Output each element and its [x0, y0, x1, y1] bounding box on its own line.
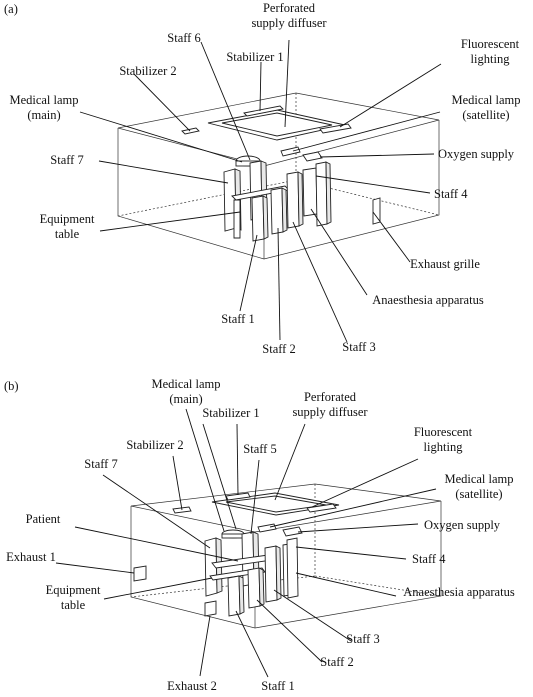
- panel-a-label-perforated-l2: supply diffuser: [251, 16, 327, 30]
- panel-b-label-fluorescent-l2: lighting: [424, 440, 464, 454]
- panel-a-label-exhaust-grille: Exhaust grille: [410, 257, 480, 271]
- panel-a-label-equipment-l1: Equipment: [40, 212, 95, 226]
- panel-b-label-anaesthesia: Anaesthesia apparatus: [403, 585, 515, 599]
- panel-a-leaders: [79, 39, 442, 343]
- panel-b-label-equipment-l2: table: [61, 598, 86, 612]
- panel-b-label-staff-7: Staff 7: [84, 457, 117, 471]
- panel-a-fluorescent-lighting: [319, 123, 352, 134]
- panel-b-lamp-main: [221, 529, 245, 539]
- panel-a-label-staff-3: Staff 3: [342, 340, 375, 354]
- panel-b-label-lamp-main-l1: Medical lamp: [151, 377, 220, 391]
- panel-b-label-oxygen: Oxygen supply: [424, 518, 501, 532]
- panel-b-label-patient: Patient: [26, 512, 61, 526]
- panel-b-label-exhaust-2: Exhaust 2: [167, 679, 217, 693]
- panel-b-label-stabilizer-2: Stabilizer 2: [126, 438, 183, 452]
- panel-a-label-anaesthesia: Anaesthesia apparatus: [372, 293, 484, 307]
- panel-a-anaesthesia-apparatus: [302, 167, 318, 217]
- panel-a-label-fluorescent-l1: Fluorescent: [461, 37, 520, 51]
- panel-b-label-fluorescent-l1: Fluorescent: [414, 425, 473, 439]
- panel-b-staff-2: [247, 567, 265, 609]
- panel-b-label-perforated-l1: Perforated: [304, 390, 357, 404]
- panel-a-staff-4: [315, 161, 332, 227]
- panel-b-labels: Medical lamp (main) Perforated supply di…: [6, 377, 515, 693]
- panel-a-label-lamp-sat-l2: (satellite): [462, 108, 509, 122]
- panel-a-staff-1: [251, 195, 269, 242]
- panel-a-label-oxygen: Oxygen supply: [438, 147, 515, 161]
- panel-b-lamp-satellite: [257, 523, 277, 533]
- panel-b-stabilizer-1: [225, 492, 251, 501]
- panel-a-staff-3: [286, 171, 304, 229]
- panel-a-label-lamp-main-l1: Medical lamp: [9, 93, 78, 107]
- panel-b-fluorescent-lighting: [306, 503, 337, 513]
- panel-b-label-staff-1: Staff 1: [261, 679, 294, 693]
- panel-b-tag: (b): [4, 379, 19, 393]
- panel-b-label-staff-4: Staff 4: [412, 552, 446, 566]
- panel-a-stabilizer-1: [243, 105, 284, 117]
- panel-b-staff-1: [227, 575, 245, 617]
- panel-b-label-perforated-l2: supply diffuser: [292, 405, 368, 419]
- panel-a-label-stabilizer-2: Stabilizer 2: [119, 64, 176, 78]
- panel-a-diffuser: [207, 109, 346, 141]
- panel-b-label-lamp-sat-l1: Medical lamp: [444, 472, 513, 486]
- panel-a-label-lamp-sat-l1: Medical lamp: [451, 93, 520, 107]
- panel-b-staff-4: [286, 537, 299, 599]
- panel-a-label-staff-1: Staff 1: [221, 312, 254, 326]
- panel-b-label-staff-2: Staff 2: [320, 655, 353, 669]
- panel-a-label-staff-4: Staff 4: [434, 187, 468, 201]
- panel-b-label-lamp-sat-l2: (satellite): [455, 487, 502, 501]
- panel-b-diffuser: [211, 492, 340, 516]
- panel-a: (a): [4, 1, 521, 356]
- panel-b-label-equipment-l1: Equipment: [46, 583, 101, 597]
- panel-a-label-staff-6: Staff 6: [167, 31, 200, 45]
- panel-a-label-lamp-main-l2: (main): [27, 108, 60, 122]
- panel-a-label-fluorescent-l2: lighting: [471, 52, 511, 66]
- panel-a-oxygen-supply: [302, 151, 323, 162]
- panel-a-stabilizer-2: [181, 127, 200, 135]
- panel-a-tag: (a): [4, 2, 18, 16]
- panel-b-oxygen-supply: [282, 526, 303, 537]
- panel-a-label-staff-2: Staff 2: [262, 342, 295, 356]
- panel-b-label-stabilizer-1: Stabilizer 1: [202, 406, 259, 420]
- panel-b-exhaust-2: [204, 600, 217, 617]
- panel-b-staff-3: [264, 545, 282, 603]
- panel-a-label-equipment-l2: table: [55, 227, 80, 241]
- panel-b-label-lamp-main-l2: (main): [169, 392, 202, 406]
- panel-b: (b): [4, 377, 515, 693]
- panel-a-label-perforated-l1: Perforated: [263, 1, 316, 15]
- panel-b-label-exhaust-1: Exhaust 1: [6, 550, 56, 564]
- panel-a-staff-2: [270, 187, 288, 235]
- panel-a-label-staff-7: Staff 7: [50, 153, 83, 167]
- panel-b-leaders: [55, 408, 437, 678]
- panel-a-labels: Perforated supply diffuser Staff 6 Stabi…: [9, 1, 520, 356]
- panel-b-label-staff-5: Staff 5: [243, 442, 276, 456]
- panel-a-lamp-satellite: [280, 146, 301, 157]
- panel-b-label-staff-3: Staff 3: [346, 632, 379, 646]
- panel-a-label-stabilizer-1: Stabilizer 1: [226, 50, 283, 64]
- panel-b-exhaust-1: [133, 565, 147, 582]
